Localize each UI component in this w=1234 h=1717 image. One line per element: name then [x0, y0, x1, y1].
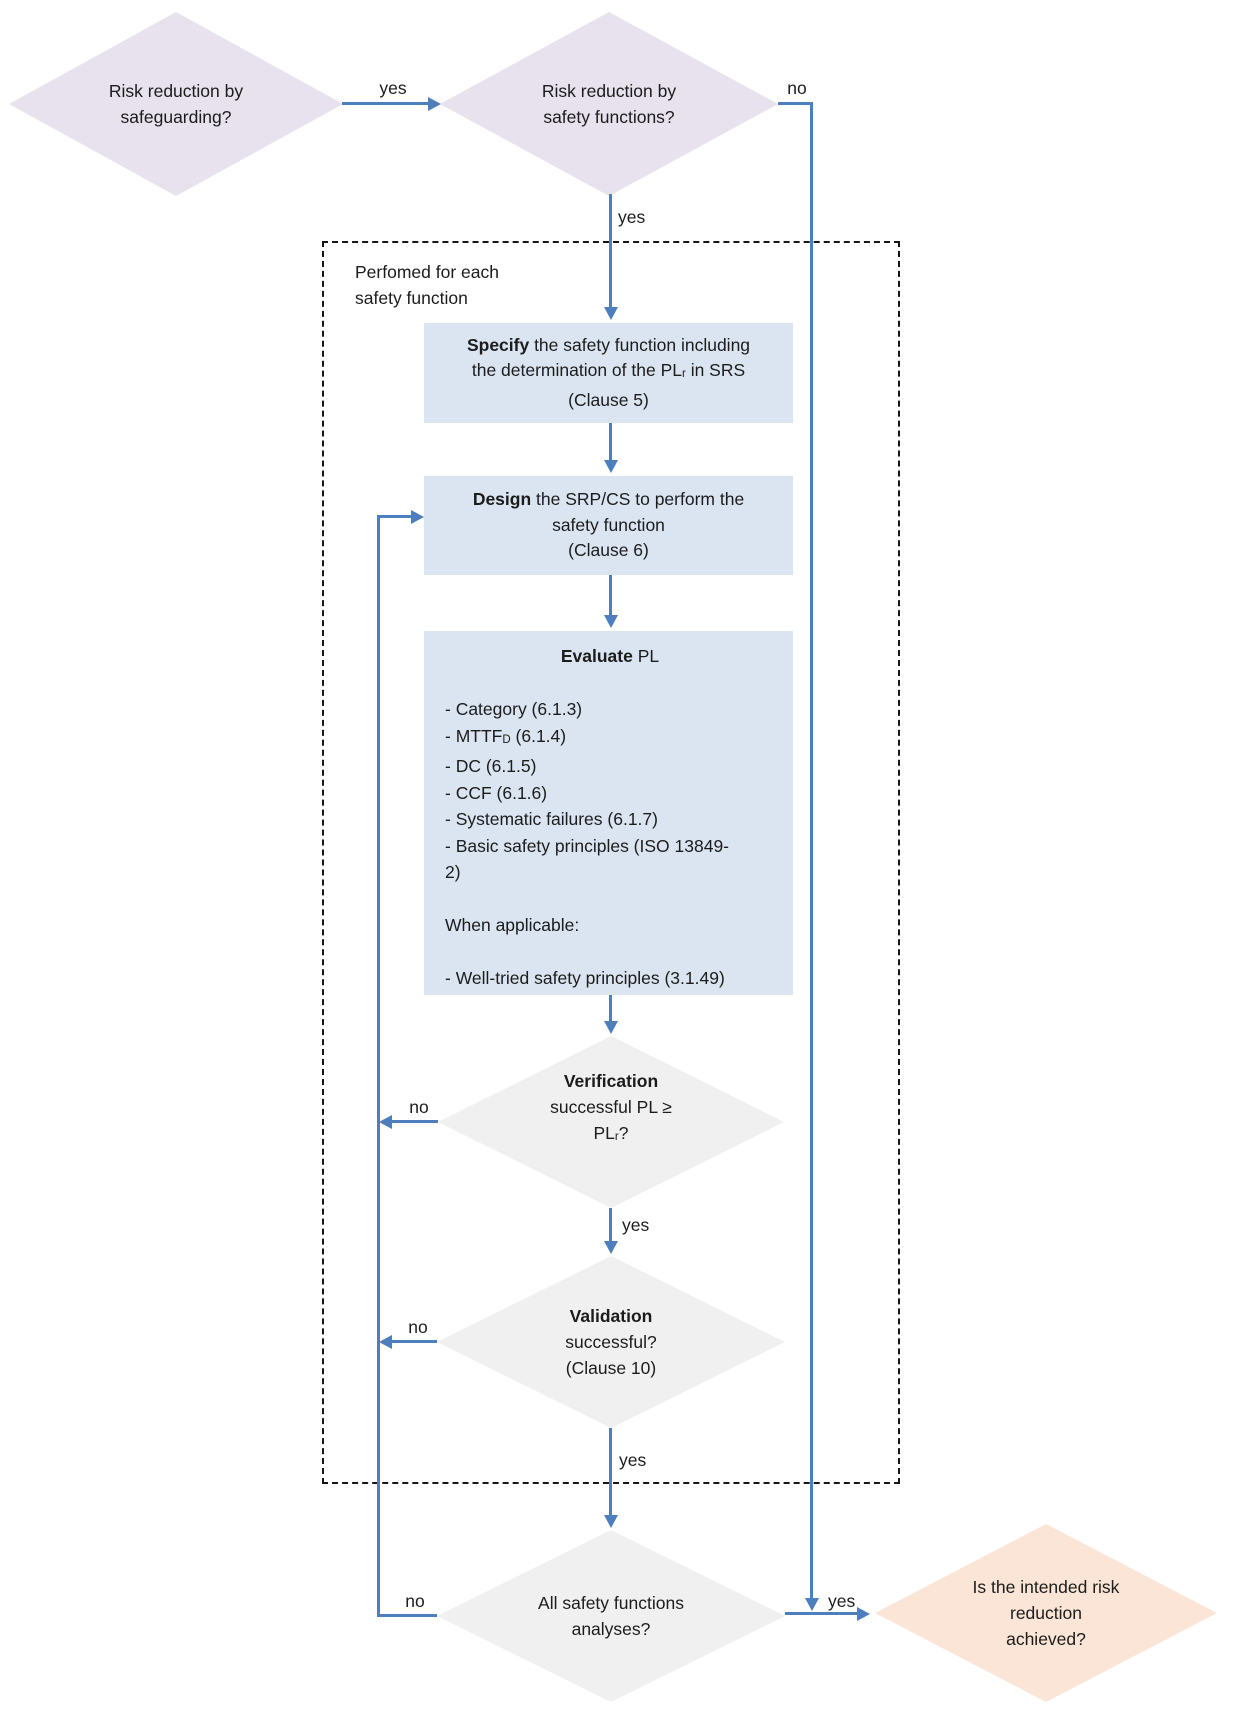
arrowhead-right	[857, 1606, 870, 1621]
node-text: PL	[632, 646, 660, 666]
node-text-line	[445, 939, 775, 966]
arrowhead-down	[603, 1241, 618, 1254]
node-intended-risk-reduction: Is the intended risk reduction achieved?	[875, 1524, 1217, 1702]
arrowhead-down	[603, 307, 618, 320]
node-text-line: Risk reduction by	[541, 81, 677, 101]
node-text-line: Design the SRP/CS to perform the	[424, 487, 793, 513]
edge-safety-functions-no-h	[778, 102, 813, 105]
node-text-line: (Clause 10)	[565, 1358, 657, 1378]
edge-validation-no	[392, 1340, 437, 1343]
edge-all-functions-no-h	[379, 1614, 437, 1617]
node-keyword: Specify	[466, 334, 530, 355]
edge-design-evaluate	[609, 575, 612, 615]
node-text-line: safeguarding?	[120, 107, 232, 127]
loop-note-line1: Perfomed for each	[355, 262, 499, 282]
edge-label-no: no	[787, 78, 807, 98]
node-text-line: safety function	[552, 514, 665, 535]
edge-label-yes: yes	[828, 1591, 856, 1611]
edge-safety-functions-no-v	[810, 102, 813, 1598]
edge-label-no: no	[405, 1591, 425, 1611]
node-text-line: PLr?	[594, 1120, 629, 1150]
evaluate-item: - DC (6.1.5)	[445, 756, 537, 776]
node-text-line: analyses?	[571, 1619, 651, 1639]
edge-all-functions-no-v	[377, 515, 380, 1617]
edge-safety-functions-yes	[609, 194, 612, 307]
node-text-line: Specify the safety function including	[424, 333, 793, 359]
arrowhead-down	[603, 1021, 618, 1034]
node-design: Design the SRP/CS to perform the safety …	[424, 476, 793, 575]
arrowhead-left	[379, 1114, 392, 1129]
node-text-line: the determination of the PLr in SRS	[424, 358, 793, 388]
node-text: the determination of the PL	[471, 360, 682, 381]
node-text: - MTTF	[445, 725, 503, 746]
evaluate-item: 2)	[445, 862, 461, 882]
node-text-line: reduction	[1010, 1603, 1082, 1623]
node-keyword: Evaluate	[560, 646, 633, 666]
edge-label-yes: yes	[622, 1215, 650, 1235]
node-text-line: (Clause 6)	[568, 540, 649, 561]
edge-all-functions-no-h2	[377, 515, 412, 518]
subscript-text: r	[614, 1131, 619, 1143]
node-text-line: successful?	[565, 1332, 657, 1352]
node-risk-reduction-safeguarding: Risk reduction by safeguarding?	[9, 12, 343, 196]
edge-evaluate-verification	[609, 995, 612, 1021]
arrowhead-right	[428, 96, 441, 111]
node-text-line: Evaluate PL	[445, 643, 775, 670]
node-text-line: All safety functions	[538, 1593, 684, 1613]
node-text-line: safety functions?	[543, 107, 675, 127]
edge-verification-yes	[609, 1208, 612, 1241]
evaluate-item: - MTTFD (6.1.4)	[445, 723, 775, 754]
edge-label-no: no	[409, 1097, 429, 1117]
node-text: PL	[593, 1123, 615, 1143]
node-text: the safety function including	[529, 334, 751, 355]
node-text-line: achieved?	[1006, 1629, 1086, 1649]
node-risk-reduction-safety-functions: Risk reduction by safety functions?	[440, 12, 778, 196]
arrowhead-down	[804, 1598, 819, 1611]
edge-specify-design	[609, 423, 612, 460]
node-text-line	[445, 886, 775, 913]
edge-label-yes: yes	[618, 207, 646, 227]
edge-safeguarding-yes	[342, 102, 430, 105]
node-text-line: successful PL ≥	[550, 1097, 672, 1117]
arrowhead-down	[603, 460, 618, 473]
arrowhead-right	[411, 509, 424, 524]
edge-all-functions-yes	[785, 1612, 859, 1615]
node-text-line: Risk reduction by	[108, 81, 244, 101]
arrowhead-left	[379, 1334, 392, 1349]
node-text: ?	[618, 1123, 629, 1143]
node-text: in SRS	[685, 360, 746, 381]
evaluate-item: - Category (6.1.3)	[445, 699, 583, 719]
evaluate-when-applicable: When applicable:	[445, 915, 580, 935]
arrowhead-down	[603, 1515, 618, 1528]
node-text-line: Verification	[563, 1071, 659, 1091]
node-text: (6.1.4)	[510, 725, 567, 746]
subscript-text: D	[502, 733, 511, 746]
node-evaluate: Evaluate PL - Category (6.1.3) - MTTFD (…	[424, 631, 793, 995]
evaluate-item: - Basic safety principles (ISO 13849-	[445, 835, 730, 856]
subscript-text: r	[681, 368, 686, 381]
evaluate-item: - Systematic failures (6.1.7)	[445, 809, 658, 829]
node-text-line: Validation	[569, 1306, 653, 1326]
loop-region-note: Perfomed for each safety function	[355, 260, 499, 311]
evaluate-item: - Well-tried safety principles (3.1.49)	[445, 968, 725, 988]
node-keyword: Design	[472, 489, 532, 510]
node-text: the SRP/CS to perform the	[531, 489, 745, 510]
edge-validation-yes	[609, 1428, 612, 1515]
node-text-line: (Clause 5)	[568, 389, 649, 410]
node-all-safety-functions: All safety functions analyses?	[437, 1530, 785, 1702]
evaluate-item: - CCF (6.1.6)	[445, 782, 548, 803]
node-text-line	[445, 670, 775, 697]
edge-verification-no	[392, 1120, 438, 1123]
node-text-line: Is the intended risk	[972, 1577, 1120, 1597]
edge-label-yes: yes	[379, 78, 407, 98]
edge-label-no: no	[408, 1317, 428, 1337]
node-specify: Specify the safety function including th…	[424, 323, 793, 423]
loop-note-line2: safety function	[355, 287, 468, 308]
arrowhead-down	[603, 615, 618, 628]
edge-label-yes: yes	[619, 1450, 647, 1470]
